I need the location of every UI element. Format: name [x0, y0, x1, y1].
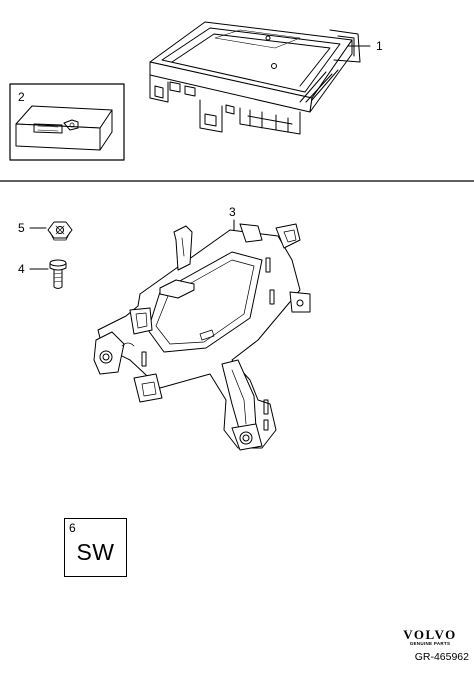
nut-drawing [47, 221, 73, 241]
brand-logo-text: VOLVO [403, 627, 457, 642]
callout-1: 1 [376, 39, 383, 53]
software-label: SW [76, 539, 115, 565]
callout-6: 6 [69, 521, 76, 535]
mounting-bracket-drawing [93, 223, 311, 451]
software-part-box: 6 SW [64, 518, 127, 577]
diagram-reference-number: GR-465962 [414, 651, 469, 663]
control-module-drawing [149, 21, 361, 135]
bolt-drawing [49, 259, 67, 289]
brand-tagline: GENUINE PARTS [409, 641, 451, 646]
callout-4: 4 [18, 262, 25, 276]
callout-5: 5 [18, 221, 25, 235]
module-component-drawing [15, 105, 113, 151]
callout-3: 3 [229, 205, 236, 219]
volvo-logo: VOLVO GENUINE PARTS [394, 628, 466, 647]
callout-2: 2 [18, 90, 25, 104]
